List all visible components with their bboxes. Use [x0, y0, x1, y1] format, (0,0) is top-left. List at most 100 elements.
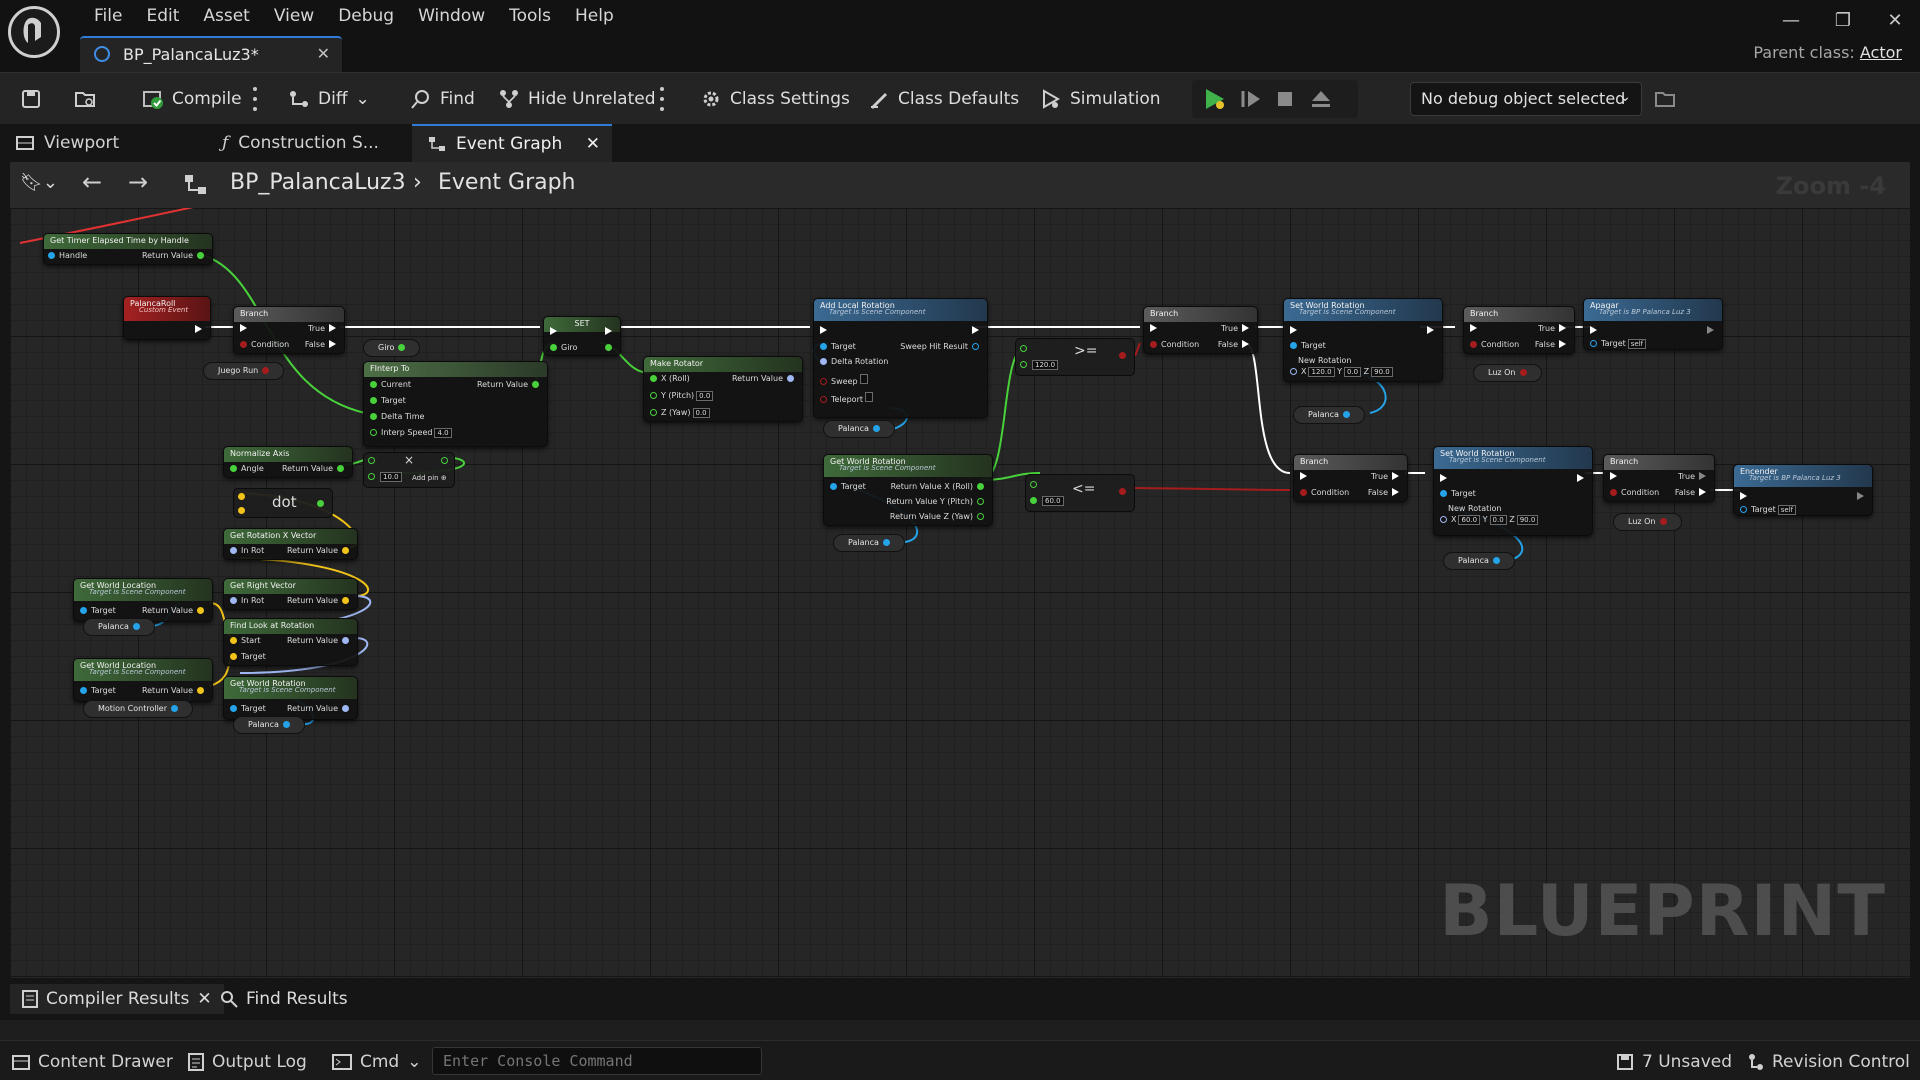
add-pin-button[interactable]: Add pin ⊕ [412, 474, 447, 482]
pin-condition[interactable]: Condition [1296, 488, 1349, 497]
pin-exec-in[interactable] [1466, 324, 1481, 333]
close-tab-icon[interactable]: ✕ [585, 134, 600, 154]
menu-edit[interactable]: Edit [146, 6, 180, 26]
pin-return-value[interactable]: Return Value [287, 546, 353, 555]
menu-debug[interactable]: Debug [338, 6, 395, 26]
pin-z-yaw[interactable]: Z (Yaw)0.0 [646, 408, 710, 418]
pin-angle[interactable]: Angle [226, 464, 264, 473]
menu-window[interactable]: Window [418, 6, 486, 26]
cmd-selector[interactable]: Cmd ⌄ [332, 1049, 421, 1075]
pin-condition[interactable]: Condition [1146, 340, 1199, 349]
pin-exec-in[interactable] [1606, 472, 1621, 481]
pin-exec-out[interactable] [1573, 474, 1588, 483]
node-find-look-at-rotation[interactable]: Find Look at Rotation Start Return Value… [223, 618, 358, 666]
menu-file[interactable]: File [94, 6, 123, 26]
pin-start[interactable]: Start [226, 636, 261, 645]
document-tab[interactable]: BP_PalancaLuz3* ✕ [80, 36, 342, 72]
debug-object-select[interactable]: No debug object selected ⌄ [1410, 82, 1642, 116]
pin-exec-in[interactable] [236, 324, 251, 333]
pin-return-value[interactable]: Return Value [287, 636, 353, 645]
parent-class-link[interactable]: Actor [1859, 43, 1902, 62]
pin-exec-in[interactable] [1286, 326, 1301, 335]
debug-browse-button[interactable] [1654, 85, 1676, 113]
node-get-rotation-x-vector[interactable]: Get Rotation X Vector In Rot Return Valu… [223, 528, 358, 560]
pin-true[interactable]: True [1371, 472, 1403, 481]
hide-unrelated-button[interactable]: Hide Unrelated [498, 85, 656, 113]
node-branch-3[interactable]: Branch True Condition False [1463, 306, 1575, 354]
pin-target[interactable]: Target [76, 606, 116, 615]
pin-target[interactable]: Target [366, 396, 406, 405]
pin-false[interactable]: False [1368, 488, 1403, 497]
pin-exec-in[interactable] [1146, 324, 1161, 333]
pin-target[interactable]: Target [76, 686, 116, 695]
content-drawer-button[interactable]: Content Drawer [12, 1049, 173, 1075]
step-icon[interactable] [1240, 89, 1262, 109]
compare-value-field[interactable]: 120.0 [1032, 360, 1059, 370]
pin-handle[interactable]: Handle [44, 251, 87, 260]
pin-exec-in[interactable] [816, 326, 831, 335]
console-command-input[interactable] [432, 1047, 762, 1075]
hide-unrelated-options-icon[interactable] [660, 87, 666, 111]
node-get-timer-elapsed[interactable]: Get Timer Elapsed Time by Handle Handle … [43, 233, 213, 265]
forward-arrow-icon[interactable]: → [128, 168, 149, 196]
node-normalize-axis[interactable]: Normalize Axis Angle Return Value [223, 446, 353, 478]
pin-in-rot[interactable]: In Rot [226, 546, 264, 555]
pin-exec-out[interactable] [601, 327, 616, 336]
pin-target[interactable]: Target [826, 482, 866, 491]
node-multiply[interactable]: × 10.0 Add pin ⊕ [363, 452, 455, 488]
pin-return-y[interactable]: Return Value Y (Pitch) [886, 497, 988, 506]
eject-icon[interactable] [1310, 88, 1332, 110]
pin-y-pitch[interactable]: Y (Pitch)0.0 [646, 391, 714, 401]
browse-button[interactable] [74, 85, 96, 113]
breadcrumb-graph[interactable]: Event Graph [438, 170, 576, 195]
pin-new-rotation[interactable]: New Rotation [1448, 504, 1502, 513]
pin-return-value[interactable]: Return Value [477, 380, 543, 389]
node-branch-5[interactable]: Branch True Condition False [1603, 454, 1715, 502]
pin-true[interactable]: True [1221, 324, 1253, 333]
tab-viewport[interactable]: Viewport [0, 124, 200, 162]
close-tab-icon[interactable]: ✕ [316, 44, 330, 63]
pin-exec-in[interactable] [1736, 492, 1751, 501]
pin-false[interactable]: False [305, 340, 340, 349]
pin-false[interactable]: False [1535, 340, 1570, 349]
pin-condition[interactable]: Condition [1466, 340, 1519, 349]
variable-juego-run[interactable]: Juego Run [203, 362, 285, 380]
compare-value-field[interactable]: 60.0 [1042, 496, 1064, 506]
pin-condition[interactable]: Condition [1606, 488, 1659, 497]
variable-motion-controller[interactable]: Motion Controller [83, 700, 194, 718]
pin-delta-rotation[interactable]: Delta Rotation [816, 357, 888, 366]
pin-return-x[interactable]: Return Value X (Roll) [891, 482, 988, 491]
close-tab-icon[interactable]: ✕ [197, 989, 212, 1009]
compile-button[interactable]: Compile [142, 85, 242, 113]
pin-exec-out[interactable] [191, 325, 206, 334]
unsaved-button[interactable]: 7 Unsaved [1616, 1049, 1732, 1075]
pin-true[interactable]: True [1538, 324, 1570, 333]
breadcrumb-blueprint[interactable]: BP_PalancaLuz3 [230, 170, 406, 195]
pin-x-roll[interactable]: X (Roll) [646, 374, 690, 383]
pin-return-value[interactable]: Return Value [282, 464, 348, 473]
pin-giro[interactable]: Giro [546, 343, 577, 352]
pin-return-z[interactable]: Return Value Z (Yaw) [890, 512, 988, 521]
back-arrow-icon[interactable]: ← [82, 168, 103, 196]
variable-giro[interactable]: Giro [363, 339, 421, 357]
diff-button[interactable]: Diff ⌄ [288, 85, 370, 113]
node-finterp-to[interactable]: FInterp To Current Return Value Target D… [363, 361, 548, 447]
node-make-rotator[interactable]: Make Rotator X (Roll) Return Value Y (Pi… [643, 356, 803, 422]
pin-target[interactable]: Target [226, 652, 266, 661]
menu-asset[interactable]: Asset [203, 6, 250, 26]
pin-false[interactable]: False [1675, 488, 1710, 497]
pin-return-value[interactable]: Return Value [142, 251, 208, 260]
tab-event-graph[interactable]: Event Graph ✕ [412, 124, 612, 162]
pin-true[interactable]: True [1678, 472, 1710, 481]
pin-return-value[interactable]: Return Value [287, 596, 353, 605]
pin-new-rotation[interactable]: New Rotation [1298, 356, 1352, 365]
menu-view[interactable]: View [273, 6, 315, 26]
